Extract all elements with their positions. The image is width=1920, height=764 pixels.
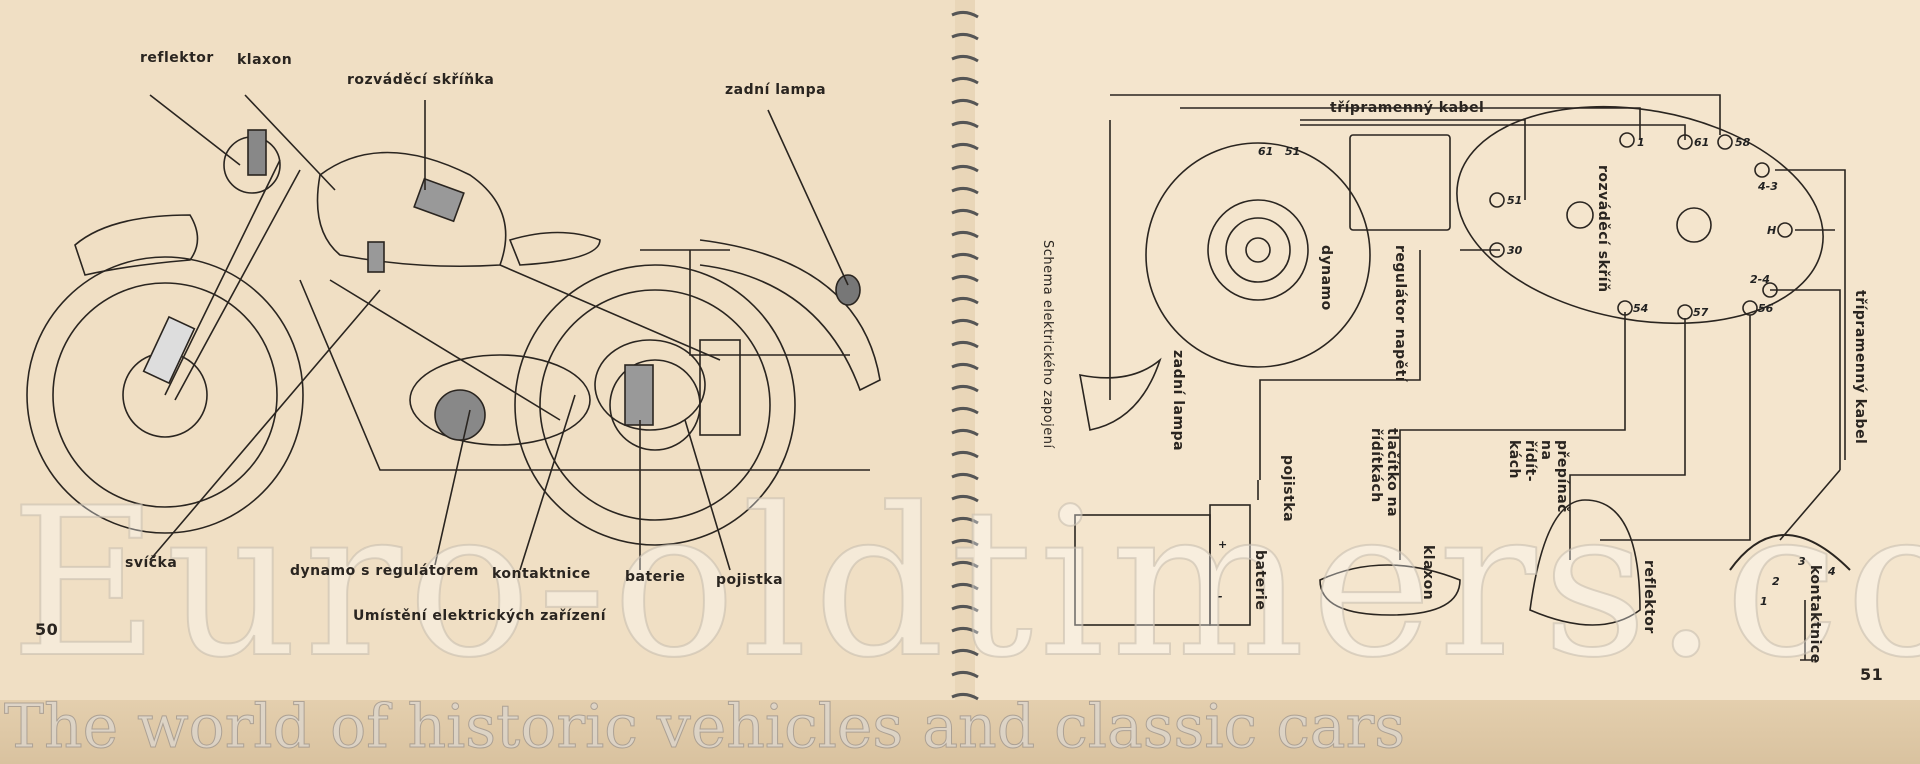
label-baterie-r: baterie	[1252, 550, 1268, 611]
label-kontaktnice-r: kontaktnice	[1807, 565, 1823, 664]
terminal-label: 4-3	[1757, 180, 1778, 193]
spiral-ring	[951, 648, 979, 657]
spiral-binding: /* placeholder */	[951, 10, 979, 701]
spiral-ring	[951, 516, 979, 525]
label-regulator: regulátor napětí	[1392, 245, 1408, 383]
spiral-ring	[951, 208, 979, 217]
page-number-left: 50	[35, 620, 59, 639]
motorcycle-illustration	[26, 94, 881, 571]
spiral-ring	[951, 670, 979, 679]
spiral-ring	[951, 230, 979, 239]
spiral-ring	[951, 186, 979, 195]
label-klaxon-r: klaxon	[1420, 545, 1436, 601]
contact-position: 1	[1760, 595, 1768, 608]
spiral-ring	[951, 54, 979, 63]
label-kabel-right: třípramenný kabel	[1852, 290, 1868, 445]
spiral-ring	[951, 384, 979, 393]
spiral-ring	[951, 538, 979, 547]
terminal-label: 61	[1694, 136, 1709, 149]
spiral-ring	[951, 560, 979, 569]
spiral-ring	[951, 582, 979, 591]
spiral-ring	[951, 450, 979, 459]
left-caption: Umístění elektrických zařízení	[353, 608, 606, 624]
terminal-label: H	[1767, 224, 1776, 237]
spiral-ring	[951, 98, 979, 107]
spiral-ring	[951, 428, 979, 437]
spiral-ring	[951, 164, 979, 173]
label-kabel-top: třípramenný kabel	[1330, 100, 1485, 116]
spiral-ring	[951, 296, 979, 305]
label-tlacitko: tlačítko na řídítkách	[1368, 428, 1400, 518]
spiral-ring	[951, 274, 979, 283]
dynamo-terminal-label: 61	[1258, 145, 1273, 158]
label-baterie: baterie	[625, 569, 686, 585]
terminal-label: 1	[1637, 136, 1645, 149]
wiring-schematic	[1074, 94, 1851, 661]
spiral-ring	[951, 76, 979, 85]
dynamo-terminal-label: 51	[1285, 145, 1300, 158]
spiral-ring	[951, 604, 979, 613]
horn-outline	[1319, 564, 1461, 616]
regulator-outline	[1349, 134, 1451, 231]
label-rozvadeci-skrin: rozváděcí skříň	[1595, 165, 1611, 293]
label-rozvadeci-skrinka: rozváděcí skříňka	[347, 72, 495, 88]
label-pojistka-r: pojistka	[1280, 455, 1296, 523]
spiral-ring	[951, 10, 979, 19]
terminal-label: 30	[1507, 244, 1523, 257]
terminal-label: 57	[1693, 306, 1709, 319]
rear-lamp-outline	[1079, 357, 1162, 431]
distribution-box-outline	[1456, 105, 1824, 325]
spiral-ring	[951, 692, 979, 701]
terminal-label: 56	[1758, 302, 1774, 315]
label-reflektor: reflektor	[140, 50, 214, 66]
page-edge	[0, 700, 1920, 764]
dynamo-outline	[1145, 142, 1371, 368]
spiral-ring	[951, 362, 979, 371]
contact-position: 3	[1798, 555, 1806, 568]
contact-position: 4	[1827, 565, 1836, 578]
label-zadni-lampa-r: zadní lampa	[1170, 350, 1186, 452]
battery-plus: +	[1218, 538, 1227, 551]
spiral-ring	[951, 252, 979, 261]
spiral-ring	[951, 120, 979, 129]
label-svicka: svíčka	[125, 555, 178, 571]
spiral-ring	[951, 340, 979, 349]
page-number-right: 51	[1860, 665, 1884, 684]
terminal-label: 58	[1735, 136, 1751, 149]
spiral-ring	[951, 626, 979, 635]
label-kontaktnice: kontaktnice	[492, 566, 591, 582]
terminal-label: 54	[1633, 302, 1648, 315]
label-dynamo-r: dynamo	[1318, 245, 1334, 311]
terminal-label: 2-4	[1750, 273, 1770, 286]
spiral-ring	[951, 494, 979, 503]
spiral-ring	[951, 472, 979, 481]
terminal-label: 51	[1507, 194, 1522, 207]
headlamp-outline	[1529, 499, 1641, 626]
right-page	[975, 0, 1920, 700]
label-reflektor-r: reflektor	[1641, 560, 1657, 634]
spiral-ring	[951, 142, 979, 151]
label-dynamo: dynamo s regulátorem	[290, 563, 479, 579]
label-klaxon: klaxon	[237, 52, 293, 68]
contact-position: 2	[1772, 575, 1780, 588]
battery-minus: -	[1218, 590, 1223, 603]
label-pojistka: pojistka	[716, 572, 784, 588]
label-prepinac: přepínač na řídít-kách	[1506, 440, 1570, 513]
label-zadni-lampa: zadní lampa	[725, 82, 827, 98]
spiral-ring	[951, 406, 979, 415]
spiral-ring	[951, 318, 979, 327]
right-title: Schema elektrického zapojení	[1040, 240, 1055, 449]
spiral-ring	[951, 32, 979, 41]
